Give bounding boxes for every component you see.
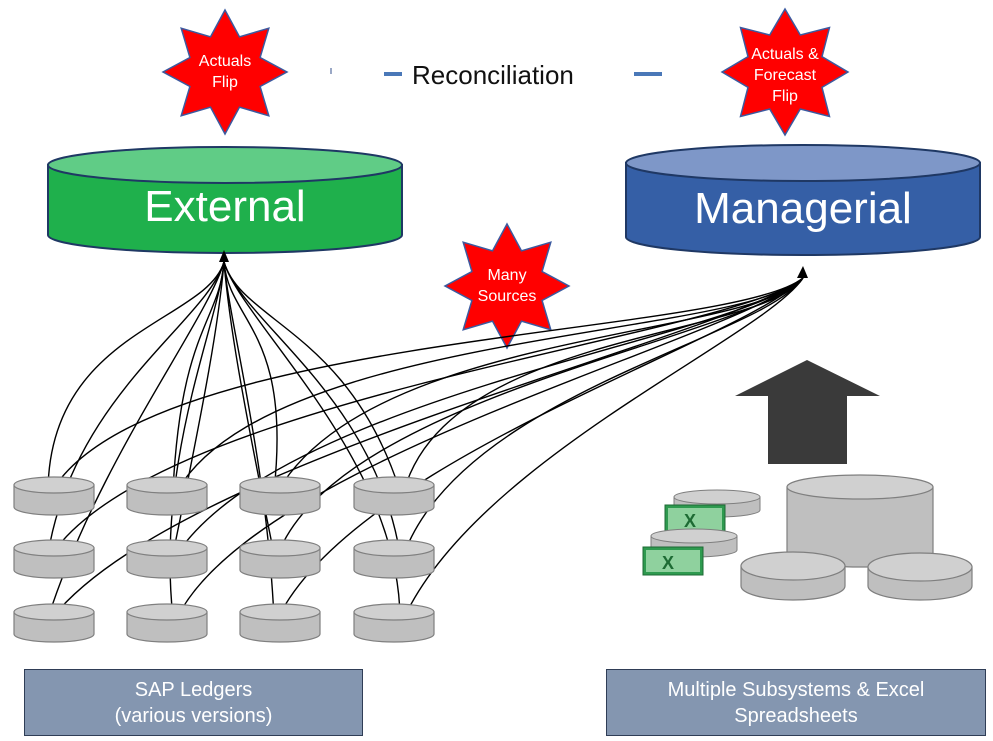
- caption-line: (various versions): [114, 704, 273, 727]
- connector-line: [51, 277, 804, 492]
- connector-line: [223, 261, 278, 492]
- star-many-sources: [443, 222, 571, 350]
- database-cylinder-icon: [13, 603, 95, 643]
- caption-line: Spreadsheets: [734, 704, 858, 727]
- star-actuals-forecast-flip: [720, 7, 850, 137]
- database-cylinder-icon: [353, 476, 435, 516]
- up-arrow-icon: [735, 360, 880, 464]
- subsystem-cylinders: [740, 474, 973, 601]
- caption-line: Multiple Subsystems & Excel: [667, 678, 925, 701]
- connector-line: [176, 277, 804, 619]
- stray-mark: [330, 68, 332, 74]
- connector-line: [403, 277, 804, 492]
- svg-text:X: X: [684, 511, 696, 531]
- star-text-line: Many: [487, 267, 527, 284]
- database-cylinder-icon: [239, 539, 321, 579]
- sap-ledgers-caption: SAP Ledgers (various versions): [24, 669, 363, 736]
- excel-icon: X: [642, 546, 704, 576]
- star-label-many-sources: Many Sources: [462, 265, 552, 307]
- star-label-actuals-forecast-flip: Actuals & Forecast Flip: [735, 44, 835, 107]
- connector-line: [403, 277, 804, 555]
- database-cylinder-icon: [126, 539, 208, 579]
- star-text-line: Forecast: [753, 67, 817, 84]
- star-label-actuals-flip: Actuals Flip: [180, 51, 270, 93]
- external-database-label: External: [144, 182, 306, 231]
- database-cylinder-icon: [353, 603, 435, 643]
- star-actuals-flip: [161, 8, 289, 136]
- star-text-line: Flip: [772, 88, 798, 105]
- subsystems-caption: Multiple Subsystems & Excel Spreadsheets: [606, 669, 986, 736]
- excel-icon: X: [664, 504, 726, 534]
- star-text-line: Sources: [477, 288, 537, 305]
- external-database: [47, 146, 403, 254]
- reconciliation-dash-left: [384, 72, 402, 76]
- reconciliation-dash-right: [634, 72, 662, 76]
- sap-ledger-grid: [13, 476, 435, 643]
- connector-line: [172, 261, 225, 492]
- excel-stack-top: X: [664, 489, 761, 534]
- reconciliation-label: Reconciliation: [412, 60, 574, 90]
- excel-stack-bottom: X: [642, 528, 738, 576]
- arrowhead-managerial: [797, 266, 808, 278]
- connector-line: [277, 277, 804, 619]
- arrowhead-external: [219, 250, 229, 262]
- star-text-line: Flip: [212, 74, 238, 91]
- managerial-database: [625, 144, 981, 256]
- database-cylinder-icon: [126, 603, 208, 643]
- database-cylinder-icon: [239, 476, 321, 516]
- database-cylinder-icon: [353, 539, 435, 579]
- database-cylinder-icon: [13, 476, 95, 516]
- connector-line: [47, 261, 225, 492]
- star-text-line: Actuals &: [751, 46, 819, 63]
- star-text-line: Actuals: [198, 53, 252, 70]
- connector-line: [403, 277, 804, 619]
- database-cylinder-icon: [239, 603, 321, 643]
- database-cylinder-icon: [126, 476, 208, 516]
- svg-text:X: X: [662, 553, 674, 573]
- database-cylinder-icon: [13, 539, 95, 579]
- caption-line: SAP Ledgers: [134, 678, 253, 701]
- managerial-database-label: Managerial: [694, 184, 912, 233]
